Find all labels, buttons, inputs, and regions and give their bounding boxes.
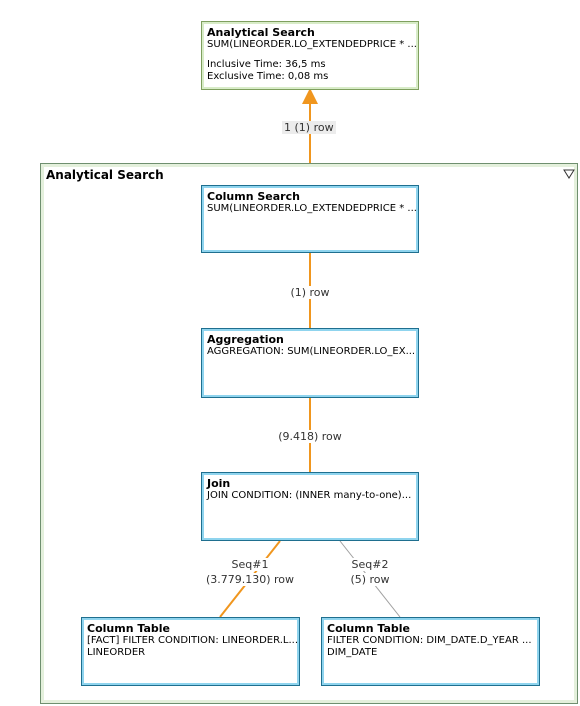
edge-label-seq1-name: Seq#1 (229, 558, 271, 571)
node-analytical-search-top[interactable]: Analytical Search SUM(LINEORDER.LO_EXTEN… (201, 21, 419, 90)
node-column-search[interactable]: Column Search SUM(LINEORDER.LO_EXTENDEDP… (201, 185, 419, 253)
node-title: Aggregation (207, 333, 284, 346)
node-column-table-dim[interactable]: Column Table FILTER CONDITION: DIM_DATE.… (321, 617, 540, 686)
node-detail-2: DIM_DATE (327, 647, 378, 658)
edge-label-seq1-rows: (3.779.130) row (203, 573, 297, 586)
node-aggregation[interactable]: Aggregation AGGREGATION: SUM(LINEORDER.L… (201, 328, 419, 398)
node-exclusive-time: Exclusive Time: 0,08 ms (207, 71, 329, 82)
edge-label-top: 1 (1) row (282, 121, 336, 134)
node-detail-2: LINEORDER (87, 647, 146, 658)
node-detail: [FACT] FILTER CONDITION: LINEORDER.L... (87, 635, 298, 646)
node-inclusive-time: Inclusive Time: 36,5 ms (207, 59, 326, 70)
node-title: Column Table (87, 622, 170, 635)
edge-label-seq2-name: Seq#2 (349, 558, 391, 571)
node-detail: JOIN CONDITION: (INNER many-to-one)... (207, 490, 412, 501)
node-title: Column Search (207, 190, 300, 203)
node-detail: SUM(LINEORDER.LO_EXTENDEDPRICE * ... (207, 39, 417, 50)
node-title: Column Table (327, 622, 410, 635)
node-detail: SUM(LINEORDER.LO_EXTENDEDPRICE * ... (207, 203, 417, 214)
edge-label-agg-join: (9.418) row (276, 430, 344, 443)
node-column-table-fact[interactable]: Column Table [FACT] FILTER CONDITION: LI… (81, 617, 300, 686)
container-title: Analytical Search (46, 168, 164, 182)
node-join[interactable]: Join JOIN CONDITION: (INNER many-to-one)… (201, 472, 419, 541)
edge-label-search-agg: (1) row (288, 286, 332, 299)
collapse-triangle-icon[interactable] (563, 168, 575, 180)
node-detail: AGGREGATION: SUM(LINEORDER.LO_EX... (207, 346, 416, 357)
node-spacer (202, 51, 418, 59)
edge-label-seq2-rows: (5) row (348, 573, 392, 586)
node-title: Join (207, 477, 231, 490)
node-detail: FILTER CONDITION: DIM_DATE.D_YEAR ... (327, 635, 532, 646)
node-title: Analytical Search (207, 26, 315, 39)
